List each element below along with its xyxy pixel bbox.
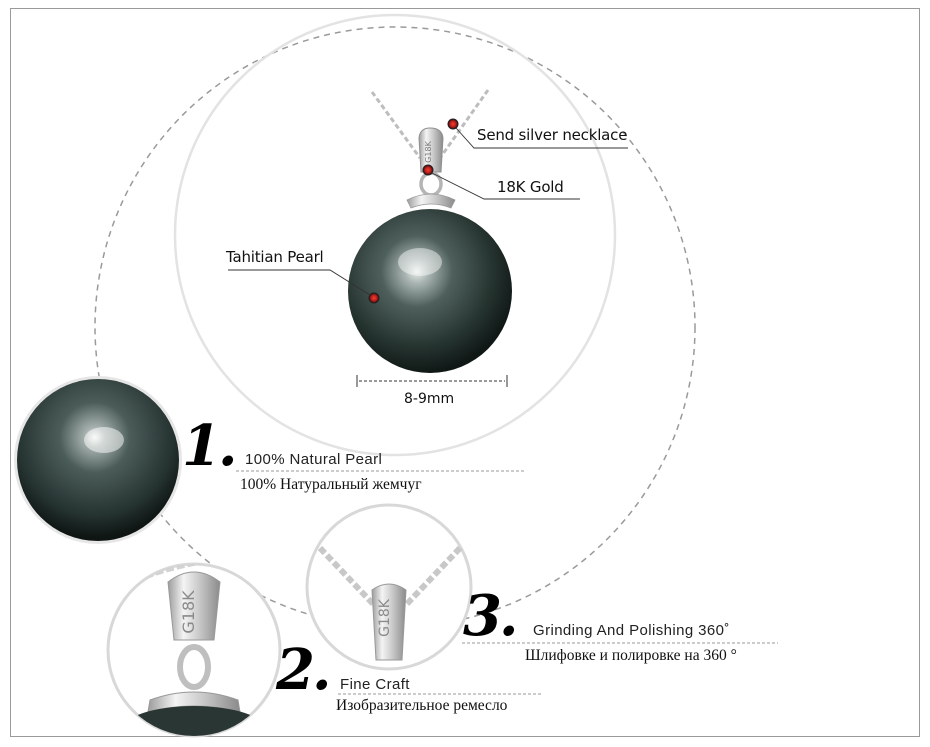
size-label: 8-9mm [404,391,455,407]
feature-2-number: 2. [276,637,331,703]
feature-2-subtitle: Изобразительное ремесло [336,697,508,714]
gold-callout-label: 18K Gold [497,178,564,196]
inner-outline-circle [173,13,617,457]
pendant-bail: G18K [406,127,456,209]
feature-1-subtitle: 100% Натуральный жемчуг [240,476,422,493]
pearl-callout-label: Tahitian Pearl [226,248,324,266]
feature-1-title: 100% Natural Pearl [245,451,383,468]
callout-pearl-marker [228,269,380,304]
feature-3-subtitle: Шлифовке и полировке на 360 ° [525,647,737,664]
feature-3-title: Grinding And Polishing 360˚ [533,622,730,639]
callout-gold-marker [422,164,580,200]
size-dimension-line [356,375,508,387]
chain-graphic [370,89,490,159]
svg-text:G18K: G18K [377,598,393,637]
necklace-callout-label: Send silver necklace [477,126,628,144]
dashed-outline-circle [94,26,696,628]
feature-1-number: 1. [182,413,237,479]
image-frame [10,8,920,737]
svg-text:G18K: G18K [179,590,198,634]
main-pearl [348,209,512,373]
closeup-chain: G18K [317,545,463,661]
feature-3-number: 3. [463,583,518,649]
closeup-pearl [17,379,179,541]
bail-engraving: G18K [424,140,433,162]
callout-necklace-marker [447,118,628,149]
feature-2-title: Fine Craft [340,676,410,693]
